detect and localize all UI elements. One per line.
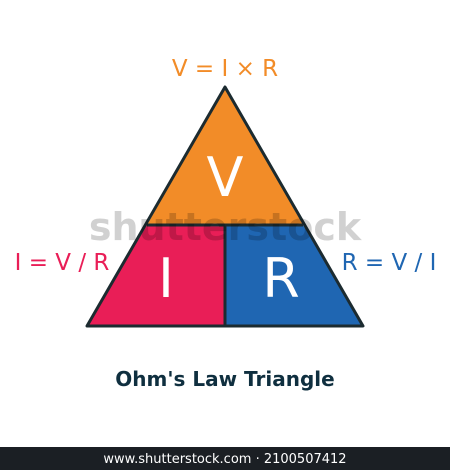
resistance-letter: R bbox=[262, 247, 300, 310]
voltage-letter: V bbox=[207, 146, 244, 209]
resistance-section bbox=[225, 225, 363, 326]
voltage-section bbox=[147, 87, 303, 225]
stock-watermark: shutterstock bbox=[89, 205, 362, 249]
diagram-title: Ohm's Law Triangle bbox=[115, 367, 334, 391]
watermark-footer-text: www.shutterstock.com · 2100507412 bbox=[103, 452, 346, 467]
current-formula: I = V / R bbox=[15, 250, 110, 276]
voltage-formula: V = I × R bbox=[172, 56, 278, 82]
current-letter: I bbox=[158, 247, 174, 310]
watermark-footer-band bbox=[0, 447, 450, 470]
resistance-formula: R = V / I bbox=[342, 250, 437, 276]
current-section bbox=[87, 225, 225, 326]
